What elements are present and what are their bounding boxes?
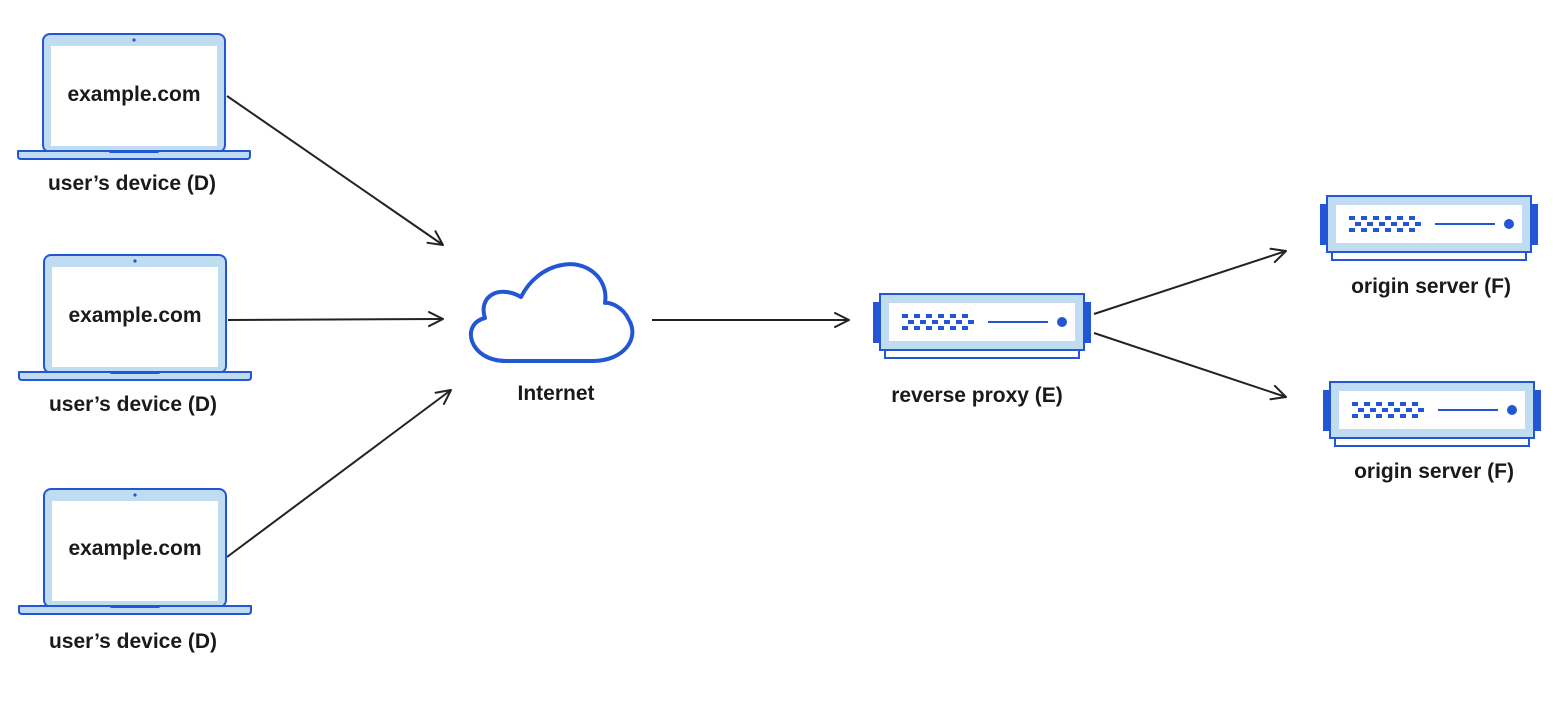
origin-server-2: origin server (F) bbox=[1322, 381, 1542, 483]
server-icon bbox=[1322, 381, 1542, 447]
arrow-device-2-to-internet bbox=[227, 311, 444, 328]
reverse-proxy-label: reverse proxy (E) bbox=[891, 384, 1063, 407]
server-icon bbox=[1319, 195, 1539, 261]
internet-node: Internet bbox=[468, 262, 635, 405]
internet-label: Internet bbox=[517, 382, 594, 405]
device-label: user’s device (D) bbox=[49, 393, 217, 416]
reverse-proxy-node: reverse proxy (E) bbox=[872, 293, 1092, 407]
arrow-device-1-to-internet bbox=[226, 95, 444, 246]
origin-server-label: origin server (F) bbox=[1354, 460, 1514, 483]
origin-server-label: origin server (F) bbox=[1351, 275, 1511, 298]
arrow-proxy-to-origin-1 bbox=[1093, 247, 1287, 315]
user-device-1: example.com user’s device (D) bbox=[17, 33, 251, 195]
device-label: user’s device (D) bbox=[48, 172, 216, 195]
arrow-device-3-to-internet bbox=[226, 389, 452, 558]
device-screen-text: example.com bbox=[67, 83, 200, 106]
arrow-proxy-to-origin-2 bbox=[1093, 332, 1287, 401]
server-icon bbox=[872, 293, 1092, 359]
device-screen-text: example.com bbox=[68, 537, 201, 560]
device-label: user’s device (D) bbox=[49, 630, 217, 653]
user-device-3: example.com user’s device (D) bbox=[18, 488, 252, 653]
origin-server-1: origin server (F) bbox=[1319, 195, 1539, 298]
device-screen-text: example.com bbox=[68, 304, 201, 327]
cloud-icon bbox=[468, 262, 635, 363]
user-device-2: example.com user’s device (D) bbox=[18, 254, 252, 416]
